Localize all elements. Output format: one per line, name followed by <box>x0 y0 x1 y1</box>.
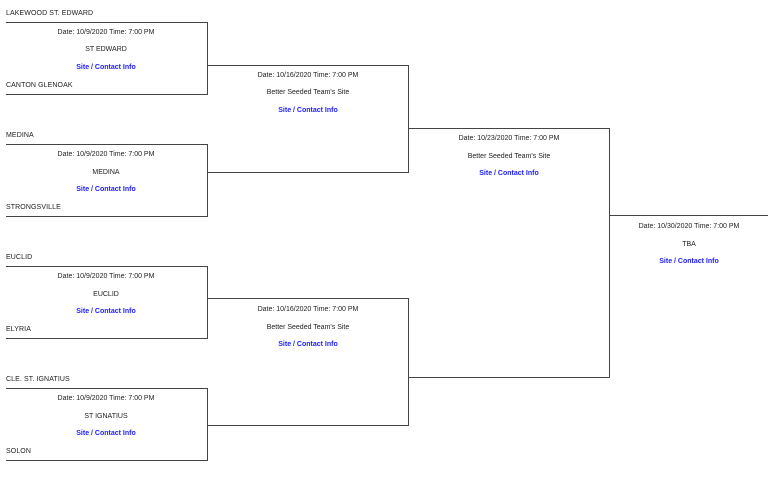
site-contact-link[interactable]: Site / Contact Info <box>278 107 338 114</box>
team-name: STRONGSVILLE <box>6 204 61 211</box>
game-site: TBA <box>682 241 696 248</box>
team-name: CANTON GLENOAK <box>6 82 73 89</box>
game-site: ST EDWARD <box>85 46 127 53</box>
site-contact-link[interactable]: Site / Contact Info <box>76 64 136 71</box>
site-contact-link[interactable]: Site / Contact Info <box>76 430 136 437</box>
team-name: LAKEWOOD ST. EDWARD <box>6 10 94 17</box>
team-name: CLE. ST. IGNATIUS <box>6 376 70 383</box>
site-contact-link[interactable]: Site / Contact Info <box>479 170 539 177</box>
site-contact-link[interactable]: Site / Contact Info <box>278 341 338 348</box>
team-name: EUCLID <box>6 254 33 261</box>
bracket-line <box>6 22 208 23</box>
bracket-line <box>207 65 409 66</box>
bracket-line <box>408 65 409 173</box>
game-date: Date: 10/9/2020 Time: 7:00 PM <box>57 29 155 36</box>
bracket-line <box>6 388 208 389</box>
bracket-line <box>609 215 768 216</box>
game-site: Better Seeded Team's Site <box>266 324 350 331</box>
site-contact-link[interactable]: Site / Contact Info <box>659 258 719 265</box>
bracket-line <box>207 388 208 461</box>
bracket-line <box>207 298 409 299</box>
game-date: Date: 10/9/2020 Time: 7:00 PM <box>57 273 155 280</box>
team-name: ELYRIA <box>6 326 31 333</box>
bracket-line <box>408 298 409 426</box>
game-site: Better Seeded Team's Site <box>266 89 350 96</box>
bracket-line <box>207 425 409 426</box>
game-date: Date: 10/30/2020 Time: 7:00 PM <box>638 223 740 230</box>
bracket-line <box>6 266 208 267</box>
bracket-line <box>207 172 409 173</box>
bracket-line <box>6 144 208 145</box>
game-date: Date: 10/16/2020 Time: 7:00 PM <box>257 72 359 79</box>
bracket-line <box>408 128 610 129</box>
bracket-line <box>207 266 208 339</box>
game-site: Better Seeded Team's Site <box>467 153 551 160</box>
site-contact-link[interactable]: Site / Contact Info <box>76 308 136 315</box>
bracket-line <box>6 460 208 461</box>
team-name: SOLON <box>6 448 32 455</box>
game-site: MEDINA <box>92 169 120 176</box>
bracket-line <box>6 94 208 95</box>
game-date: Date: 10/16/2020 Time: 7:00 PM <box>257 306 359 313</box>
bracket-line <box>6 216 208 217</box>
bracket-line <box>408 377 610 378</box>
bracket-line <box>207 22 208 95</box>
game-date: Date: 10/23/2020 Time: 7:00 PM <box>458 135 560 142</box>
bracket-line <box>6 338 208 339</box>
game-site: EUCLID <box>93 291 119 298</box>
game-date: Date: 10/9/2020 Time: 7:00 PM <box>57 151 155 158</box>
game-date: Date: 10/9/2020 Time: 7:00 PM <box>57 395 155 402</box>
bracket-line <box>207 144 208 217</box>
bracket-line <box>609 128 610 378</box>
site-contact-link[interactable]: Site / Contact Info <box>76 186 136 193</box>
team-name: MEDINA <box>6 132 34 139</box>
game-site: ST IGNATIUS <box>84 413 128 420</box>
